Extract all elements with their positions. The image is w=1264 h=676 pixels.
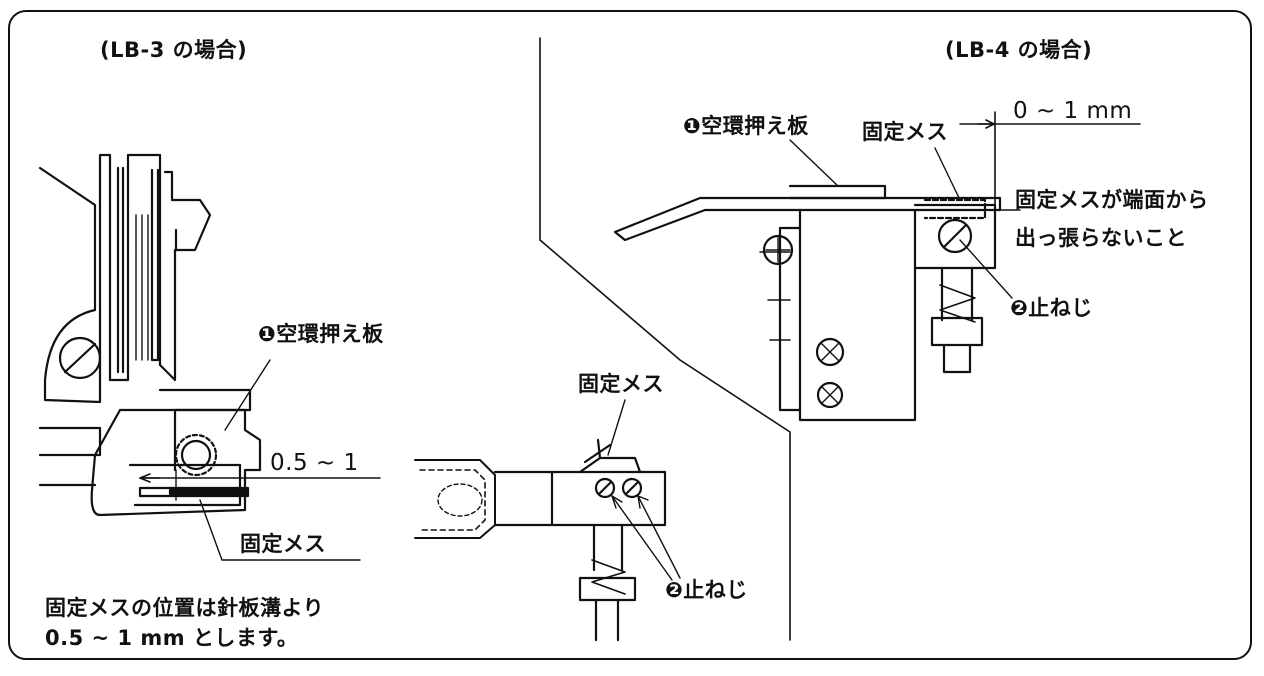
right-dim-arrow [977, 119, 995, 129]
left-plate-screw-outer [174, 433, 218, 477]
center-arrow-1 [611, 495, 623, 509]
left-knife-label: 固定メス [240, 532, 326, 556]
right-knife-block [913, 203, 997, 270]
center-knife-label: 固定メス [578, 372, 664, 396]
left-knife-fill [168, 488, 248, 496]
left-big-screw [58, 336, 102, 380]
section-divider [539, 37, 791, 641]
left-plate [90, 408, 262, 517]
left-knife [138, 486, 250, 498]
left-plate-screw [180, 439, 212, 471]
left-caption: (LB-3 の場合) [100, 38, 248, 62]
right-nut [930, 316, 984, 347]
right-plate-top [788, 184, 887, 200]
right-stop-screw [937, 218, 973, 254]
right-plate-label: ❶空環押え板 [683, 114, 809, 138]
center-bar-hole [437, 483, 483, 517]
left-plate-lines [38, 426, 102, 457]
center-stem [592, 523, 624, 572]
right-caption: (LB-4 の場合) [945, 38, 1093, 62]
right-side-screw [762, 234, 794, 266]
left-inner-bar [150, 168, 160, 362]
left-note-line1: 固定メスの位置は針板溝より [45, 596, 325, 620]
center-bar-dash [419, 469, 486, 531]
right-screw-label: ❷止ねじ [1010, 296, 1093, 320]
right-bottom-screw-2 [816, 381, 844, 409]
right-knife-label: 固定メス [862, 120, 948, 144]
left-note-line2: 0.5 ~ 1 mm とします。 [45, 626, 299, 650]
right-side-screw-cross [765, 237, 791, 263]
center-shaft [594, 598, 620, 642]
right-shaft [942, 343, 972, 374]
left-big-screw-slot [63, 342, 97, 374]
center-screw-leader-2 [637, 495, 681, 579]
right-screw-leader [959, 239, 1013, 299]
left-dim-arrow-a [139, 473, 161, 483]
left-step [158, 388, 252, 472]
center-bar [414, 459, 496, 539]
left-plate-label: ❶空環押え板 [258, 322, 384, 346]
right-plate-leader [789, 139, 839, 187]
center-screw-leader-1 [611, 495, 673, 581]
right-gap-label: 0 ~ 1 mm [1013, 98, 1133, 124]
right-warning-line1: 固定メスが端面から [1015, 188, 1209, 212]
left-feed-dog-1 [116, 166, 125, 374]
center-screw-2-slot [624, 480, 640, 496]
right-knife-leader [934, 147, 961, 201]
left-gap-label: 0.5 ~ 1 [270, 450, 359, 476]
right-bottom-screw-1 [815, 337, 845, 367]
right-body-left [778, 226, 802, 412]
center-block-top [578, 456, 642, 474]
center-nut [578, 576, 637, 602]
right-knife [923, 198, 987, 220]
left-knife-leader [199, 499, 361, 561]
center-knife-tip [583, 438, 612, 464]
center-screw-2 [621, 477, 643, 499]
right-spring [939, 284, 976, 323]
center-screw-label: ❷止ねじ [665, 578, 748, 602]
right-warning-line2: 出っ張らないこと [1015, 226, 1187, 250]
center-screw-1-slot [597, 480, 613, 496]
center-knife-leader [607, 399, 626, 456]
center-screw-1 [594, 477, 616, 499]
left-feed-dog-2 [135, 214, 149, 361]
right-body [798, 208, 917, 422]
right-bottom-screw-2-x [821, 386, 839, 404]
diagram-frame [8, 10, 1252, 660]
left-machine-body [38, 153, 212, 404]
right-bottom-screw-1-x [820, 342, 840, 362]
center-arrow-2 [637, 495, 649, 509]
left-plate-leader [224, 359, 271, 431]
right-body-slots [759, 251, 791, 341]
right-stop-screw-slot [942, 223, 968, 249]
